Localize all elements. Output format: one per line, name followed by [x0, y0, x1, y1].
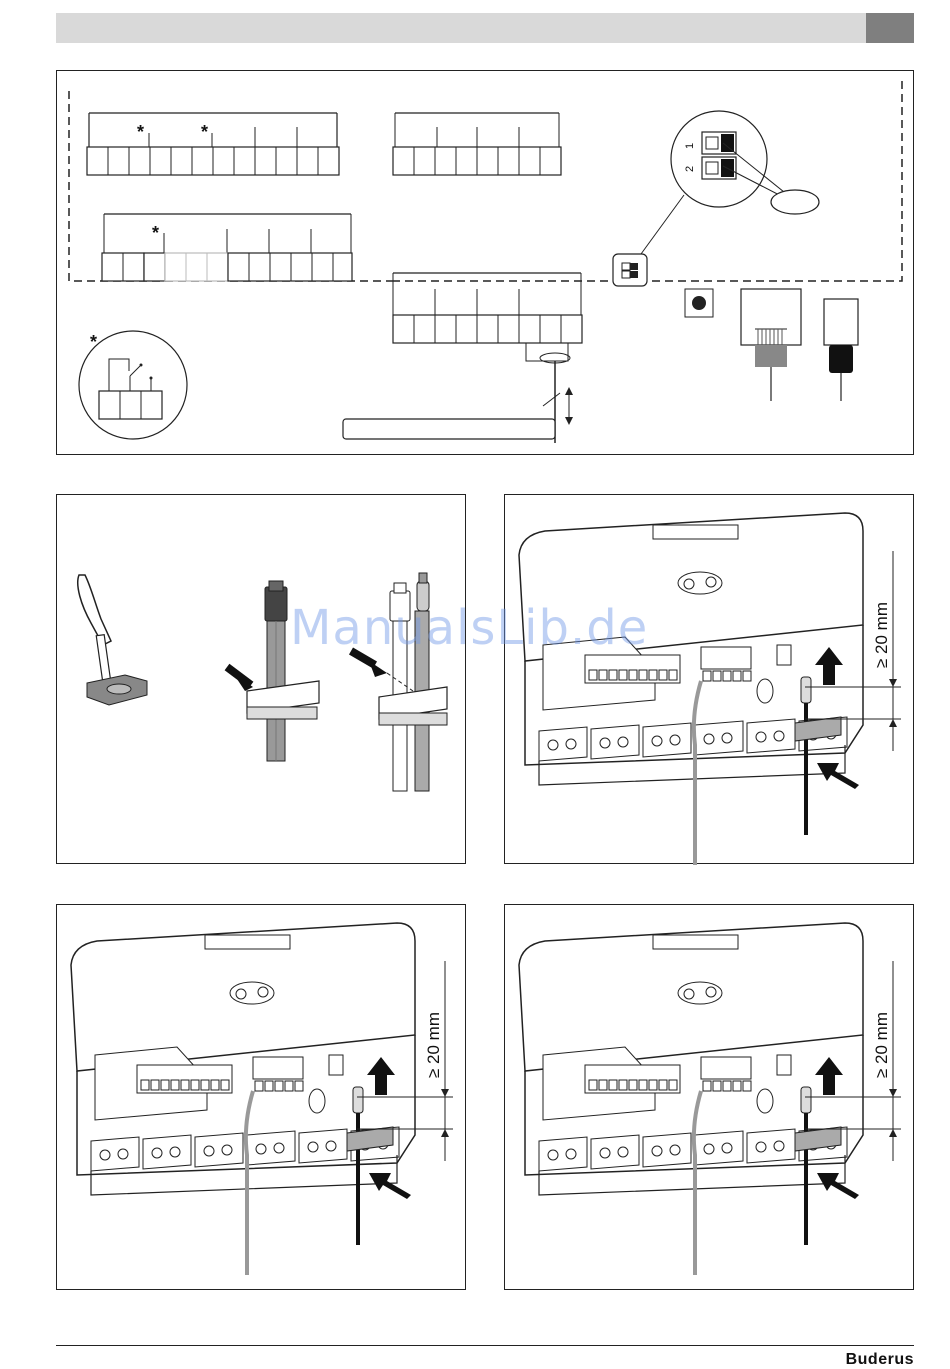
- housing-drawing: ≥ 20 mm: [71, 923, 453, 1275]
- connector-detail: [685, 289, 858, 401]
- controller-housing-illustration: ≥ 20 mm: [57, 905, 467, 1291]
- terminal-strip: [253, 1057, 303, 1091]
- clearance-dimension-label: ≥ 20 mm: [872, 602, 891, 668]
- brand-logo: Buderus: [846, 1351, 914, 1369]
- wiring-diagram: * * *: [57, 71, 915, 456]
- footer-rule: [56, 1345, 914, 1346]
- dip-switch-detail: 1 2: [613, 111, 819, 286]
- controller-housing-illustration: ≥ 20 mm: [505, 905, 915, 1291]
- star-marker: *: [90, 332, 97, 352]
- cable-assembly-panel: [56, 494, 466, 864]
- clearance-dimension-label: ≥ 20 mm: [424, 1012, 443, 1078]
- clearance-dimension-label: ≥ 20 mm: [872, 1012, 891, 1078]
- cable-assembly-illustration: [57, 495, 467, 865]
- screwdriver-icon: [78, 575, 147, 705]
- housing-drawing: ≥ 20 mm: [519, 923, 901, 1275]
- terminal-block-top-middle: [393, 113, 561, 175]
- installation-panel-1: ≥ 20 mm: [504, 494, 914, 864]
- terminal-strip: [585, 1065, 680, 1093]
- header-band: [56, 13, 866, 43]
- star-marker: *: [201, 122, 208, 142]
- header-page-tab: [866, 13, 914, 43]
- watermark-text: ManualsLib.de: [290, 600, 648, 656]
- terminal-block-bottom-middle: [343, 273, 582, 443]
- terminal-strip: [701, 1057, 751, 1091]
- terminal-block-top-left: * *: [87, 113, 339, 175]
- terminal-strip: [137, 1065, 232, 1093]
- housing-drawing: ≥ 20 mm: [519, 513, 901, 865]
- wiring-diagram-panel: * * *: [56, 70, 914, 455]
- relay-detail: *: [79, 331, 187, 439]
- star-marker: *: [152, 223, 159, 243]
- controller-housing-illustration: ≥ 20 mm: [505, 495, 915, 865]
- terminal-strip: [585, 655, 680, 683]
- star-marker: *: [137, 122, 144, 142]
- switch-label-1: 1: [684, 143, 696, 149]
- terminal-block-middle-left: *: [102, 214, 352, 281]
- terminal-strip: [701, 647, 751, 681]
- installation-panel-2: ≥ 20 mm: [56, 904, 466, 1290]
- installation-panel-3: ≥ 20 mm: [504, 904, 914, 1290]
- switch-label-2: 2: [684, 166, 696, 172]
